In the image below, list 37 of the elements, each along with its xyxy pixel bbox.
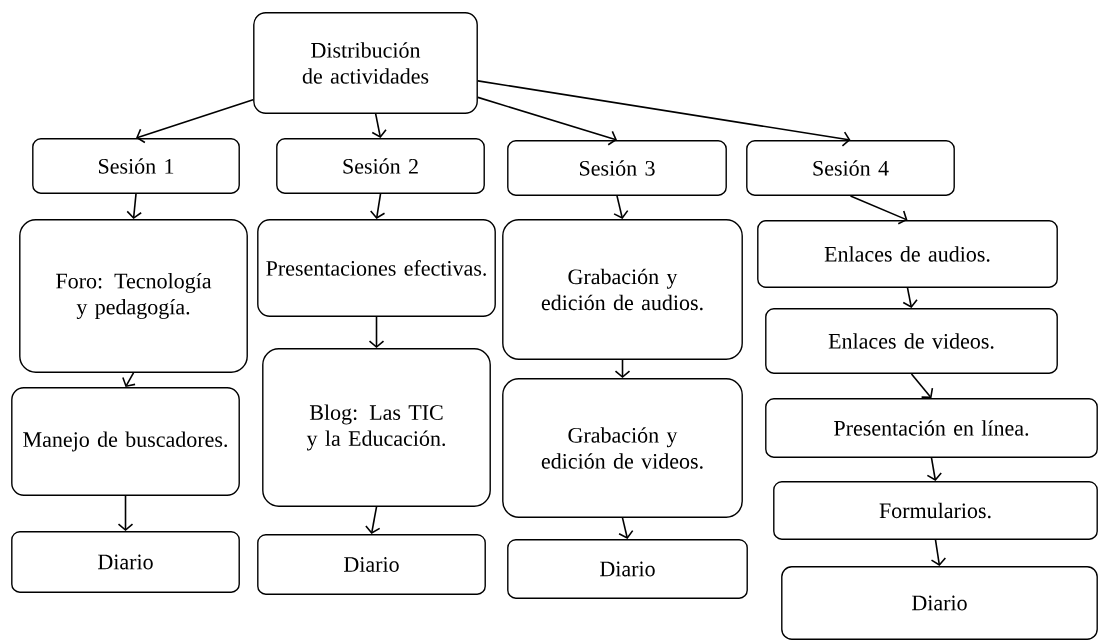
arrow: [614, 359, 631, 379]
process-box: Diario: [257, 534, 486, 595]
process-box: Sesión 2: [276, 138, 485, 194]
process-box: Sesión 4: [746, 140, 955, 196]
process-box: Presentaciones efectivas.: [257, 219, 496, 317]
process-box: Distribución de actividades: [253, 12, 478, 114]
process-box: Formularios.: [773, 481, 1098, 540]
arrow: [368, 316, 385, 349]
arrow: [926, 457, 942, 482]
arrow: [117, 495, 134, 532]
arrow: [849, 195, 908, 225]
arrow: [126, 193, 142, 220]
process-box: Blog: Las TIC y la Educación.: [262, 348, 491, 507]
arrow: [930, 539, 947, 567]
process-box: Diario: [507, 539, 748, 599]
arrow: [477, 80, 851, 147]
process-box: Enlaces de audios.: [757, 220, 1058, 288]
arrow: [618, 517, 634, 540]
process-box: Sesión 3: [507, 140, 727, 196]
process-box: Manejo de buscadores.: [11, 387, 240, 496]
arrow: [902, 287, 918, 309]
process-box: Foro: Tecnología y pedagogía.: [19, 219, 248, 373]
process-box: Sesión 1: [32, 138, 240, 194]
process-box: Diario: [781, 566, 1098, 640]
arrow: [365, 506, 381, 535]
process-box: Grabación y edición de videos.: [502, 378, 743, 518]
arrow: [371, 113, 387, 139]
arrow: [136, 98, 254, 144]
arrow: [122, 372, 136, 388]
process-box: Enlaces de videos.: [765, 308, 1058, 374]
arrow: [910, 373, 934, 399]
arrow: [369, 193, 386, 220]
process-box: Grabación y edición de audios.: [502, 219, 743, 360]
process-box: Presentación en línea.: [765, 398, 1098, 458]
arrow: [613, 195, 629, 220]
arrow: [477, 96, 617, 146]
process-box: Diario: [11, 531, 240, 593]
